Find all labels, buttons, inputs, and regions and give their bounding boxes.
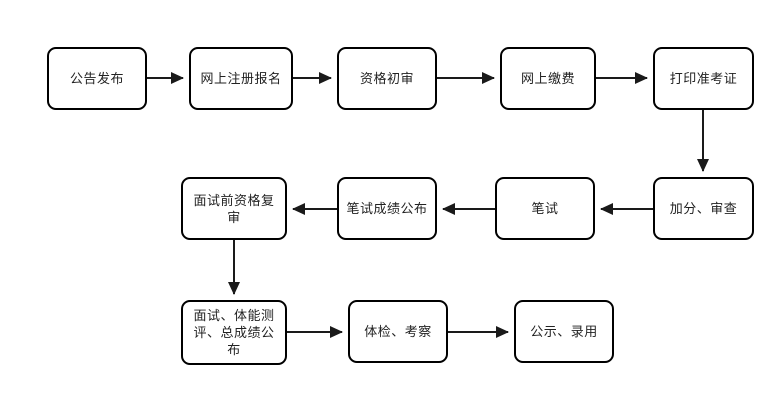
flow-node-n7[interactable]: 笔试 xyxy=(495,177,595,240)
flow-node-label: 公示、录用 xyxy=(530,324,598,339)
flow-node-label: 面试前资格复审 xyxy=(193,192,275,225)
flow-node-label: 加分、审查 xyxy=(669,201,738,216)
flow-node-n10[interactable]: 面试、体能测评、总成绩公布 xyxy=(181,300,287,365)
flow-node-n11[interactable]: 体检、考察 xyxy=(348,300,448,363)
flow-node-n12[interactable]: 公示、录用 xyxy=(514,300,614,363)
flow-node-n4[interactable]: 网上缴费 xyxy=(500,47,596,110)
flow-node-label: 体检、考察 xyxy=(364,324,432,339)
flow-node-label: 公告发布 xyxy=(69,71,124,86)
flow-node-label: 网上注册报名 xyxy=(200,71,282,86)
flow-node-label: 笔试 xyxy=(531,201,559,216)
flow-node-n9[interactable]: 面试前资格复审 xyxy=(181,177,287,240)
flow-node-label: 资格初审 xyxy=(359,71,414,86)
flow-node-n1[interactable]: 公告发布 xyxy=(47,47,147,110)
flow-node-n2[interactable]: 网上注册报名 xyxy=(189,47,293,110)
flow-node-n3[interactable]: 资格初审 xyxy=(337,47,437,110)
flow-node-n8[interactable]: 笔试成绩公布 xyxy=(337,177,437,240)
flow-node-n6[interactable]: 加分、审查 xyxy=(653,177,754,240)
flow-node-label: 笔试成绩公布 xyxy=(346,201,428,216)
flow-node-n5[interactable]: 打印准考证 xyxy=(653,47,754,110)
flow-node-label: 打印准考证 xyxy=(669,71,738,86)
flow-node-label: 网上缴费 xyxy=(520,71,575,86)
flow-node-label: 面试、体能测评、总成绩公布 xyxy=(193,308,275,357)
